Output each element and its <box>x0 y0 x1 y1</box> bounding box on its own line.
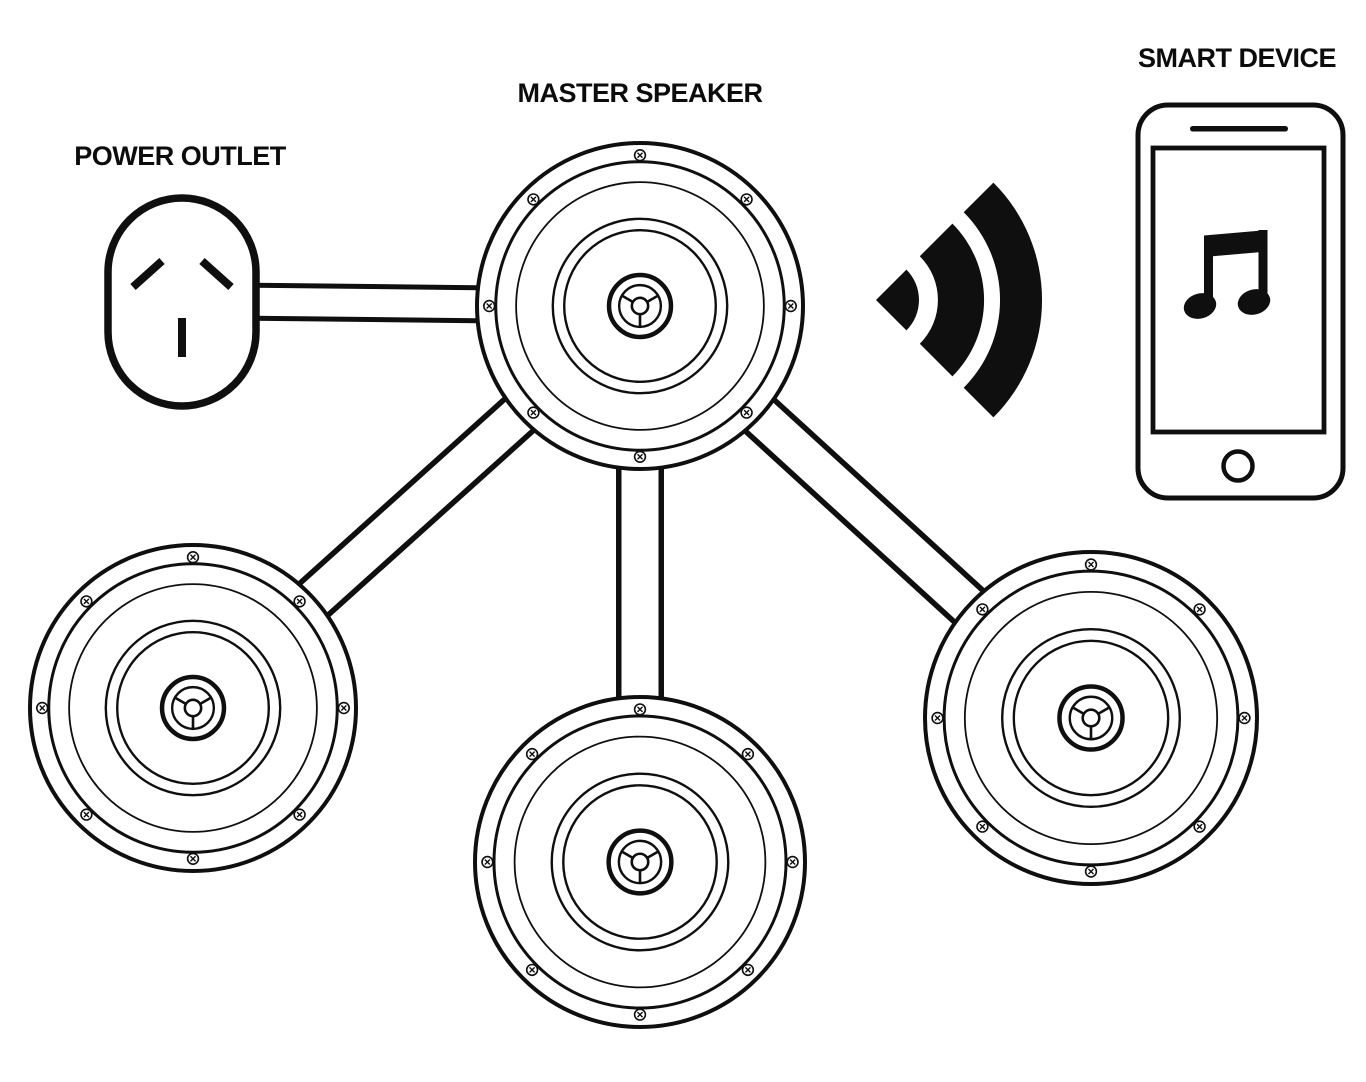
speaker-screw <box>1084 558 1098 571</box>
music-note-icon <box>1183 230 1271 319</box>
speaker-surround-ring <box>551 217 729 395</box>
speaker-screw <box>740 193 753 206</box>
phone-home-button <box>1221 449 1255 483</box>
master-speaker-icon <box>475 141 805 471</box>
phone-earpiece <box>1190 126 1288 132</box>
speaker-screw <box>186 551 200 564</box>
speaker-screw <box>80 595 93 608</box>
speaker-screw <box>740 406 753 419</box>
wifi-arc-2 <box>919 223 985 377</box>
speaker-screw <box>633 1008 647 1021</box>
speaker-cone-ring <box>116 631 270 785</box>
speaker-bezel-ring <box>494 160 786 452</box>
speaker-bezel-ring <box>47 562 339 854</box>
speaker-screw <box>786 855 799 869</box>
speaker-screw <box>525 963 539 977</box>
outlet-slot-right <box>199 258 234 290</box>
speaker-screw <box>976 603 989 616</box>
speaker-screw <box>741 963 755 977</box>
speaker-screw <box>1238 711 1251 725</box>
speaker-bezel-ring <box>942 569 1240 867</box>
speaker-screw <box>525 747 539 761</box>
speaker-surround-ring <box>104 619 282 797</box>
speaker-screw <box>931 711 944 725</box>
speaker-frame-ring <box>515 181 765 431</box>
outlet-slot-left <box>130 258 165 290</box>
power-outlet-label: POWER OUTLET <box>74 141 286 171</box>
speaker-screw <box>481 855 494 869</box>
speaker-screw <box>633 450 647 463</box>
speaker-screw <box>36 701 49 715</box>
speaker-bottom-icon <box>473 695 807 1029</box>
speaker-screw <box>337 701 350 715</box>
speaker-hub <box>159 674 227 742</box>
speaker-left-icon <box>28 543 358 873</box>
speaker-surround-ring <box>1000 627 1182 809</box>
speaker-screw <box>293 595 306 608</box>
wifi-arc-3 <box>963 182 1043 418</box>
speaker-hub <box>606 272 674 340</box>
speaker-screw <box>633 148 647 162</box>
smart-device-label: SMART DEVICE <box>1137 43 1337 73</box>
speaker-screw <box>1193 820 1206 833</box>
speaker-screw <box>527 406 540 419</box>
speaker-frame-ring <box>68 583 318 833</box>
speaker-screw <box>976 820 989 833</box>
smart-device-icon <box>1135 102 1346 501</box>
speaker-cone-ring <box>1012 639 1170 797</box>
speaker-screw <box>186 852 200 865</box>
power-outlet-icon <box>104 194 260 410</box>
speaker-hub <box>606 828 674 896</box>
speaker-screw <box>483 299 496 313</box>
speaker-screw <box>80 808 93 821</box>
wifi-arc-1 <box>876 269 919 331</box>
outlet-body <box>104 194 260 410</box>
speaker-frame-ring <box>513 735 767 989</box>
speaker-hub <box>1057 684 1125 752</box>
speaker-screw <box>1084 865 1098 878</box>
wireless-signal-icon <box>876 182 1043 418</box>
speaker-screw <box>293 808 306 821</box>
speaker-cone-ring <box>562 784 718 940</box>
speaker-screw <box>784 299 797 313</box>
speaker-screw <box>741 747 755 761</box>
speaker-screw <box>527 193 540 206</box>
speaker-cone-ring <box>563 229 717 383</box>
speaker-surround-ring <box>550 772 730 952</box>
phone-screen <box>1150 145 1327 435</box>
master-speaker-label: MASTER SPEAKER <box>517 78 763 108</box>
speaker-right-icon <box>923 550 1259 886</box>
speaker-screw <box>633 703 647 716</box>
speaker-frame-ring <box>963 590 1219 846</box>
speaker-bezel-ring <box>492 714 788 1010</box>
speaker-screw <box>1193 603 1206 616</box>
